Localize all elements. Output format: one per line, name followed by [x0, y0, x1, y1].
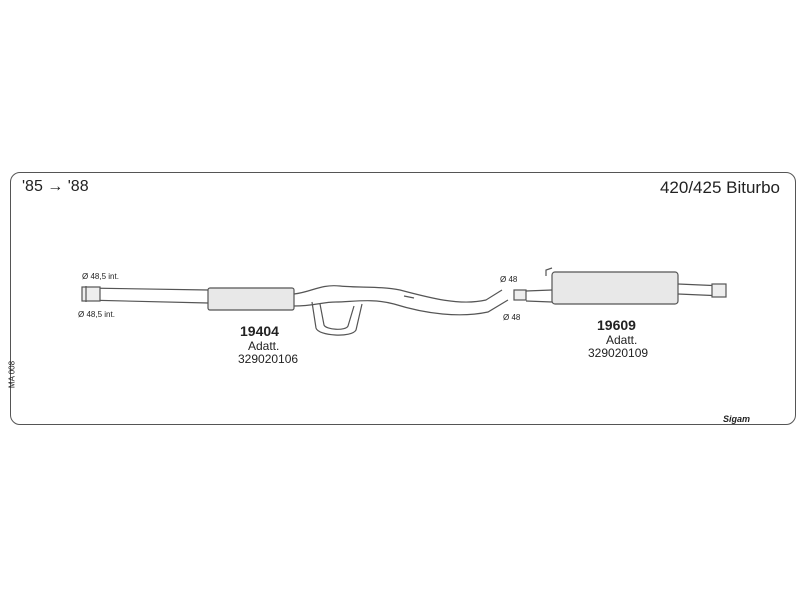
- model-title: 420/425 Biturbo: [659, 178, 780, 197]
- dim-joint-top: Ø 48: [500, 275, 518, 284]
- dim-front-bottom: Ø 48,5 int.: [78, 310, 115, 319]
- front-pipe: [81, 286, 209, 304]
- rear-muffler: [551, 271, 679, 305]
- tail-pipe: [677, 283, 727, 298]
- rear-pipe: [513, 267, 553, 303]
- brand-logo: Sigam: [723, 414, 751, 424]
- part-number-1: 19404: [240, 323, 279, 339]
- dim-joint-bottom: Ø 48: [503, 313, 521, 322]
- part-code-1: 329020106: [238, 352, 299, 366]
- part-label-1: Adatt.: [248, 339, 280, 353]
- dim-front-top: Ø 48,5 int.: [82, 272, 119, 281]
- front-muffler: [207, 287, 295, 311]
- part-number-2: 19609: [597, 317, 636, 333]
- mid-pipe: [293, 285, 509, 336]
- year-range: '85 → '88: [22, 178, 89, 195]
- part-code-2: 329020109: [588, 346, 649, 360]
- part-label-2: Adatt.: [606, 333, 638, 347]
